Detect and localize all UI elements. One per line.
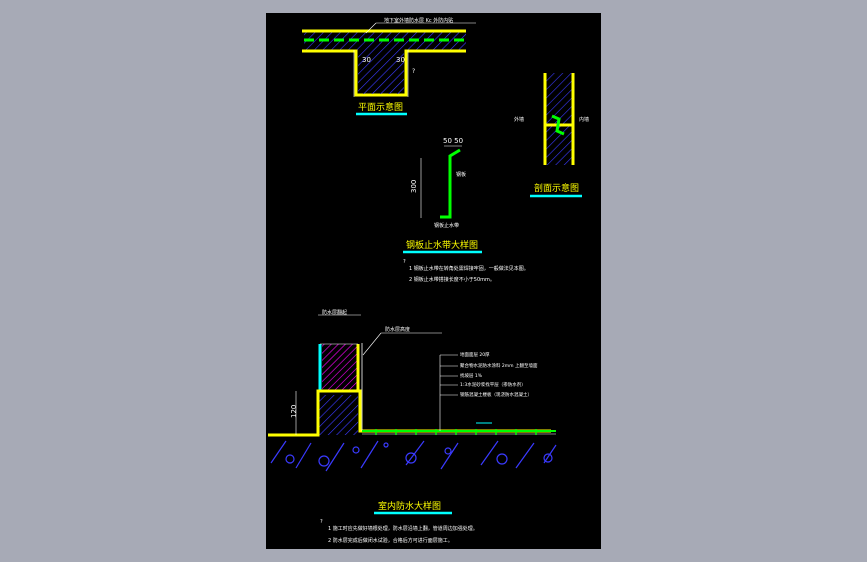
wall-right-label: 防水层高度 — [385, 326, 410, 333]
plan-view: 地下室外墙防水层 Kc 外防内贴 30 30 ? 平面示意图 — [302, 17, 476, 116]
wall-note-1: 1 施工时应先做好墙根处理，防水层沿墙上翻，管道周边加强处理。 — [328, 525, 478, 532]
wall-notes-mark: ? — [320, 519, 323, 525]
layer-2: 聚合物水泥防水涂料 2mm 上翻至墙面 — [460, 362, 538, 369]
cad-drawing-sheet: 地下室外墙防水层 Kc 外防内贴 30 30 ? 平面示意图 外墙 内墙 剖面示… — [266, 13, 601, 549]
wall-note-2: 2 防水层完成后做闭水试验，合格后方可进行面层施工。 — [328, 537, 453, 544]
section-label-right: 内墙 — [579, 116, 589, 123]
layer-3: 找坡层 1% — [460, 372, 483, 379]
waterstop-notes-mark: ? — [403, 259, 406, 265]
plan-dim-left: 30 — [362, 56, 371, 64]
wall-top-label: 防水层翻起 — [322, 309, 347, 316]
waterstop-label-side: 钢板 — [456, 171, 466, 178]
layer-1: 地面面层 20厚 — [460, 351, 490, 358]
waterstop-title: 钢板止水带大样图 — [406, 239, 478, 251]
waterstop-note-1: 1 钢板止水带在转角处需焊接牢固，一般做法见本图。 — [409, 265, 529, 272]
drawing-svg: 地下室外墙防水层 Kc 外防内贴 30 30 ? 平面示意图 外墙 内墙 剖面示… — [268, 17, 589, 544]
layer-4: 1:3水泥砂浆找平层（掺防水剂） — [460, 381, 526, 388]
wall-dim-h: 120 — [290, 405, 298, 418]
wall-detail: 防水层翻起 防水层高度 120 地面面层 20厚 聚合物水泥防水涂料 2mm 上… — [268, 309, 557, 544]
plan-note-top: 地下室外墙防水层 Kc 外防内贴 — [384, 17, 453, 24]
waterstop-detail: 50 50 300 钢板 钢板止水带 钢板止水带大样图 ? 1 钢板止水带在转角… — [403, 137, 529, 283]
section-title: 剖面示意图 — [534, 182, 579, 194]
layer-5: 钢筋混凝土楼板（现浇防水混凝土） — [460, 391, 532, 398]
waterstop-dim-top: 50 50 — [443, 137, 463, 145]
section-view: 外墙 内墙 剖面示意图 — [514, 73, 589, 198]
wall-detail-title: 室内防水大样图 — [378, 500, 441, 512]
plan-mark: ? — [412, 68, 415, 75]
section-label-left: 外墙 — [514, 116, 524, 123]
waterstop-label-bottom: 钢板止水带 — [434, 222, 459, 229]
plan-dim-right: 30 — [396, 56, 405, 64]
plan-title: 平面示意图 — [358, 101, 403, 113]
waterstop-note-2: 2 钢板止水带搭接长度不小于50mm。 — [409, 276, 495, 283]
waterstop-dim-height: 300 — [410, 180, 418, 193]
